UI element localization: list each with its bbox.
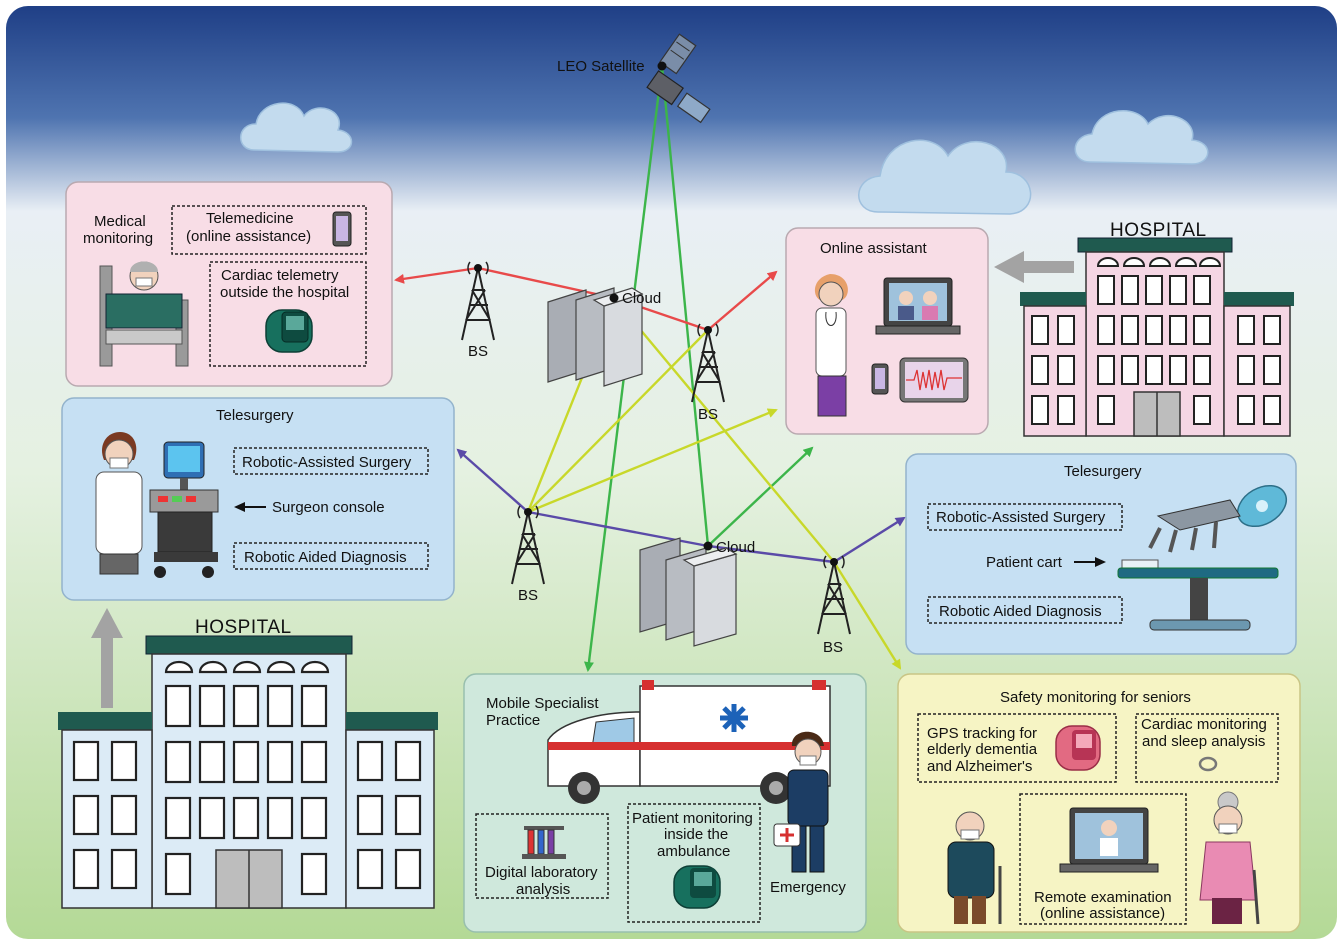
telesurgery-left-robotic-diagnosis: Robotic Aided Diagnosis: [244, 549, 407, 566]
smartphone-icon: [332, 211, 352, 247]
cloud-node: [703, 541, 713, 551]
elderly-woman-icon: [1199, 791, 1260, 925]
cardiac-sleep-line2: and sleep analysis: [1142, 733, 1265, 750]
satellite-icon: [646, 33, 711, 124]
telesurgery-left-title: Telesurgery: [216, 407, 294, 424]
patient-line3: ambulance: [657, 843, 730, 860]
elderly-man-icon: [947, 811, 1002, 924]
remote-line2: (online assistance): [1040, 905, 1165, 922]
smartwatch-icon: [265, 309, 313, 353]
medical-monitoring-panel: Medical monitoring Telemedicine (online …: [65, 181, 393, 387]
gps-line3: and Alzheimer's: [927, 758, 1032, 775]
patient-monitoring-box: [627, 803, 761, 923]
telesurgery-left-panel: Telesurgery Robotic-Assisted Surgery Sur…: [61, 397, 455, 601]
cardiac-telemetry-box: [209, 261, 367, 367]
medical-title-line1: Medical: [94, 213, 146, 230]
hospital-arrow-icon: [994, 251, 1074, 283]
doctor-icon: [814, 274, 848, 417]
test-tubes-icon: [522, 826, 566, 859]
base-station-node: [524, 508, 532, 516]
hospital-label: HOSPITAL: [1110, 220, 1207, 241]
telesurgery-right-robotic-surgery: Robotic-Assisted Surgery: [936, 509, 1106, 526]
online-assistant-panel: Online assistant: [785, 227, 989, 435]
base-station-node: [474, 264, 482, 272]
telesurgery-left-robotic-surgery: Robotic-Assisted Surgery: [242, 454, 412, 471]
hospital-building-left: HOSPITAL: [58, 617, 438, 909]
hospital-arrow-icon: [91, 608, 123, 708]
cloud-node: [609, 293, 619, 303]
cloud-label: Cloud: [716, 539, 755, 556]
mobile-title-line2: Practice: [486, 712, 540, 729]
online-assistant-title: Online assistant: [820, 240, 928, 257]
smartwatch-icon: [673, 865, 721, 909]
digital-lab-box: [475, 813, 609, 899]
telemedicine-line2: (online assistance): [186, 228, 311, 245]
telemedicine-box: [171, 205, 367, 255]
cardiac-sleep-box: [1135, 713, 1279, 783]
server-rack-icon: [547, 287, 644, 387]
patient-bed-icon: [99, 261, 189, 367]
base-station-node: [704, 326, 712, 334]
base-station-icon: [691, 323, 725, 403]
surgical-robot-icon: [1117, 484, 1287, 631]
bs-label: BS: [823, 639, 843, 656]
seniors-title: Safety monitoring for seniors: [1000, 689, 1191, 706]
cloud-icon: [858, 110, 1209, 215]
laptop-icon: [875, 277, 961, 335]
gps-line1: GPS tracking for: [927, 725, 1037, 742]
lab-line2: analysis: [516, 881, 570, 898]
base-station-icon: [461, 261, 495, 341]
hospital-building-right: HOSPITAL: [1020, 220, 1294, 437]
paramedic-icon: [787, 731, 829, 873]
remote-examination-box: [1019, 793, 1187, 925]
ring-icon: [1198, 756, 1218, 772]
base-station-icon: [511, 505, 545, 585]
satellite-node: [657, 61, 667, 71]
medical-title-line2: monitoring: [83, 230, 153, 247]
patient-cart-label: Patient cart: [986, 554, 1063, 571]
base-station-node: [830, 558, 838, 566]
bs-label: BS: [518, 587, 538, 604]
hospital-label: HOSPITAL: [195, 617, 292, 638]
cloud-icon: [240, 102, 353, 153]
satellite-label: LEO Satellite: [557, 58, 645, 75]
mobile-title-line1: Mobile Specialist: [486, 695, 599, 712]
cardiac-line1: Cardiac telemetry: [221, 267, 339, 284]
robotic-surgery-box-right: [927, 503, 1123, 531]
bs-label: BS: [698, 406, 718, 423]
smartphone-icon: [871, 363, 889, 395]
robotic-surgery-box: [233, 447, 429, 475]
base-station-icon: [817, 555, 851, 635]
ambulance-icon: [547, 680, 831, 804]
telesurgery-right-panel: Telesurgery Robotic-Assisted Surgery Pat…: [905, 453, 1297, 655]
mobile-specialist-panel: Mobile Specialist Practice Emergency: [463, 673, 867, 933]
patient-line2: inside the: [664, 826, 728, 843]
seniors-panel: Safety monitoring for seniors GPS tracki…: [897, 673, 1301, 933]
lab-line1: Digital laboratory: [485, 864, 598, 881]
surgeon-console-icon: [149, 441, 219, 578]
server-rack-icon: [639, 537, 738, 647]
gps-tracking-box: [917, 713, 1117, 783]
telesurgery-right-robotic-diagnosis: Robotic Aided Diagnosis: [939, 603, 1102, 620]
gps-line2: elderly dementia: [927, 741, 1038, 758]
smartwatch-icon: [1055, 725, 1101, 771]
first-aid-kit-icon: [773, 823, 801, 847]
robotic-diagnosis-box: [233, 542, 429, 570]
cardiac-sleep-line1: Cardiac monitoring: [1141, 716, 1267, 733]
laptop-icon: [1059, 807, 1159, 873]
telesurgery-right-title: Telesurgery: [1064, 463, 1142, 480]
robotic-diagnosis-box-right: [927, 596, 1123, 624]
telemedicine-line1: Telemedicine: [206, 210, 294, 227]
cloud-label: Cloud: [622, 290, 661, 307]
emergency-label: Emergency: [770, 879, 846, 896]
bs-label: BS: [468, 343, 488, 360]
patient-line1: Patient monitoring: [632, 810, 753, 827]
tablet-ecg-icon: [899, 357, 969, 403]
surgeon-icon: [95, 432, 143, 575]
cardiac-line2: outside the hospital: [220, 284, 349, 301]
surgeon-console-label: Surgeon console: [272, 499, 385, 516]
remote-line1: Remote examination: [1034, 889, 1172, 906]
